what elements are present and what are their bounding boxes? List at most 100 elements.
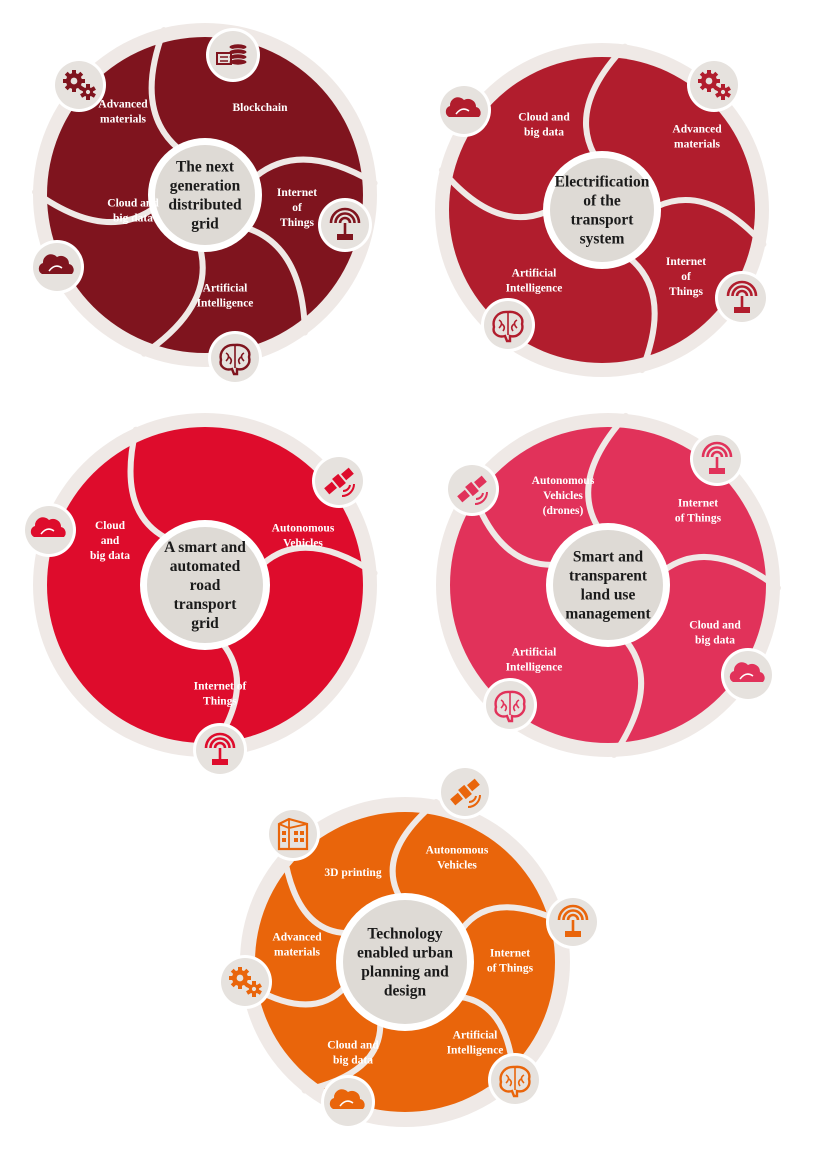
segment-separator <box>438 167 550 221</box>
center-disc <box>550 158 654 262</box>
segment-label: Blockchain <box>233 102 289 114</box>
center-disc <box>147 527 263 643</box>
segment-separator <box>32 189 156 226</box>
segment-label: Cloud <box>95 520 126 532</box>
satellite-icon <box>445 462 499 516</box>
cloud-detail <box>739 673 754 680</box>
segment-label: Internet <box>666 256 706 268</box>
segment-separator <box>280 849 349 937</box>
segment-label: Things <box>669 286 703 298</box>
antenna-base <box>337 234 353 240</box>
segment-separator <box>301 1020 384 1094</box>
building-window <box>282 838 286 842</box>
satellite-body-group <box>450 778 480 806</box>
segment-label: Autonomous <box>532 475 595 487</box>
brain-folds <box>500 693 520 715</box>
segment-label: Things <box>203 696 237 708</box>
center-title-line: planning and <box>361 964 449 981</box>
satellite-icon <box>438 765 492 819</box>
gear-shape <box>246 981 262 997</box>
center-title-line: Smart and <box>573 549 644 566</box>
brain-folds <box>225 346 245 368</box>
segment-label: Vehicles <box>437 860 477 872</box>
segment-label: and <box>101 535 120 547</box>
segment-separator <box>627 255 658 374</box>
solar-panel-right <box>474 475 487 489</box>
segment-label: big data <box>524 127 564 139</box>
signal-arc <box>557 904 589 921</box>
signal-arc <box>341 483 355 497</box>
gear-shape <box>715 84 731 100</box>
segment-label: Intelligence <box>447 1045 504 1057</box>
brain-outline <box>494 690 526 723</box>
satellite-core <box>332 473 346 489</box>
wheel-next-generation-grid: The nextgenerationdistributedgridAdvance… <box>30 23 378 385</box>
segment-label: big data <box>333 1055 373 1067</box>
solar-panel-right <box>467 778 480 792</box>
segment-label: Things <box>280 217 314 229</box>
center-title-line: design <box>384 983 427 1000</box>
segment-label: Cloud and <box>689 620 741 632</box>
segment-label: Artificial <box>512 268 557 280</box>
building-outline <box>277 817 309 851</box>
brain-folds <box>505 1068 525 1090</box>
signal-arc <box>706 446 728 458</box>
satellite-core <box>465 481 479 497</box>
icon-disc <box>269 810 317 858</box>
signal-arc <box>726 280 758 297</box>
signal-arc <box>334 212 356 224</box>
solar-panel-left <box>324 481 337 495</box>
segment-label: materials <box>100 114 147 126</box>
satellite-body-group <box>324 467 354 495</box>
signal-arc <box>710 450 724 458</box>
center-title-line: grid <box>191 216 219 233</box>
segment-label: Intelligence <box>506 662 563 674</box>
cloud-shape <box>445 97 481 117</box>
segment-separator <box>141 245 206 357</box>
signal-arc <box>474 491 488 505</box>
segment-label: Advanced <box>272 932 322 944</box>
gear-hole <box>70 77 78 85</box>
segment-separator <box>252 156 378 187</box>
cloud-icon <box>22 503 76 557</box>
segment-label: of Things <box>675 513 722 525</box>
segment-label: Intelligence <box>197 298 254 310</box>
center-title-line: transport <box>571 212 635 229</box>
segment-label: materials <box>274 947 321 959</box>
gears-icon <box>52 58 106 112</box>
solar-panel-left <box>457 489 470 503</box>
signal-arc <box>562 909 584 921</box>
segment-label: of <box>292 202 302 214</box>
gear-shape <box>63 70 85 92</box>
segment-label: Internet <box>678 498 718 510</box>
segment-label: Artificial <box>512 647 557 659</box>
center-title-line: The next <box>176 159 235 176</box>
center-title-line: Electrification <box>555 174 650 191</box>
iot-antenna-icon <box>546 895 600 949</box>
segment-label: big data <box>695 635 735 647</box>
coin-layer <box>228 58 248 66</box>
segment-label: Internet <box>277 187 317 199</box>
segment-label: Cloud and <box>518 112 570 124</box>
segment-label: Internet <box>490 948 530 960</box>
segment-label: Autonomous <box>426 845 489 857</box>
gear-hole <box>720 89 726 95</box>
segment-separator <box>661 554 781 591</box>
cloud-shape <box>38 254 74 274</box>
segment-label: Vehicles <box>543 490 583 502</box>
blockchain-coins-icon <box>206 28 260 82</box>
segment-label: Autonomous <box>272 523 335 535</box>
cloud-icon <box>437 83 491 137</box>
segment-label: Cloud and <box>327 1040 379 1052</box>
cloud-shape <box>30 517 66 537</box>
antenna-base <box>565 931 581 937</box>
cloud-icon <box>321 1075 375 1129</box>
building-window <box>300 838 304 842</box>
iot-antenna-icon <box>690 432 744 486</box>
center-title-line: grid <box>191 615 219 632</box>
satellite-icon <box>312 454 366 508</box>
cloud-detail <box>455 108 470 115</box>
